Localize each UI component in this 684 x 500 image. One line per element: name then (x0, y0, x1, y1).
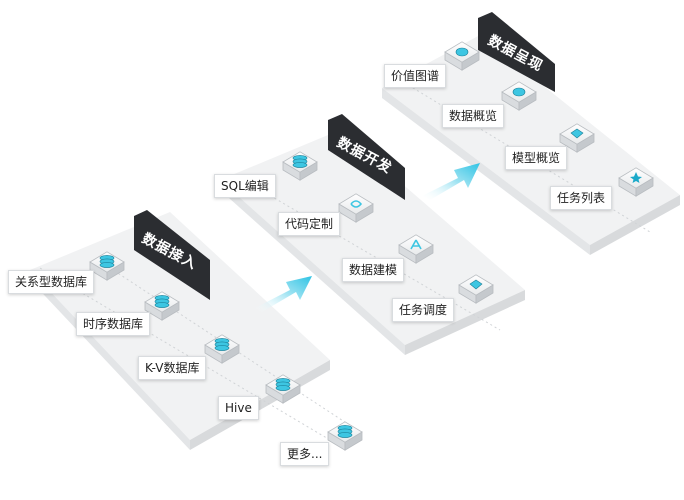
label-relational-db[interactable]: 关系型数据库 (8, 270, 95, 294)
database-icon[interactable] (89, 251, 125, 281)
banner-group-3 (478, 12, 555, 92)
label-task-schedule[interactable]: 任务调度 (392, 298, 455, 322)
model-icon[interactable] (398, 234, 434, 264)
database-icon[interactable] (144, 291, 180, 321)
database-icon-glyph (214, 338, 230, 351)
label-model-overview[interactable]: 模型概览 (505, 146, 568, 170)
schedule-icon[interactable] (458, 274, 494, 304)
label-hive[interactable]: Hive (218, 396, 259, 420)
label-data-overview[interactable]: 数据概览 (442, 104, 505, 128)
label-timeseries-db[interactable]: 时序数据库 (76, 312, 151, 336)
label-value-graph[interactable]: 价值图谱 (384, 64, 447, 88)
label-kv-db[interactable]: K-V数据库 (138, 356, 207, 380)
label-sql-edit[interactable]: SQL编辑 (214, 174, 276, 198)
database-icon[interactable] (204, 334, 240, 364)
label-data-modeling[interactable]: 数据建模 (342, 258, 405, 282)
banner-group-1 (134, 210, 210, 300)
overview-icon[interactable] (501, 81, 537, 111)
flow-arrow-1 (255, 276, 312, 312)
graph-icon-glyph (455, 47, 469, 57)
model-icon-glyph (410, 239, 422, 250)
list-icon[interactable] (282, 151, 318, 181)
code-icon-glyph (350, 200, 363, 208)
overview-icon-glyph (512, 87, 526, 97)
label-code-custom[interactable]: 代码定制 (278, 212, 341, 236)
label-more[interactable]: 更多... (280, 442, 330, 466)
model-cube-icon-glyph (570, 128, 584, 139)
code-icon[interactable] (338, 193, 374, 223)
database-icon-glyph (154, 295, 170, 308)
label-task-list[interactable]: 任务列表 (550, 186, 613, 210)
database-icon[interactable] (265, 374, 301, 404)
flow-arrow-2 (422, 163, 480, 200)
banner-group-2 (328, 114, 405, 200)
model-cube-icon[interactable] (559, 123, 595, 153)
database-icon[interactable] (327, 421, 363, 451)
database-icon-glyph (99, 255, 115, 268)
database-icon-glyph (337, 425, 353, 438)
star-icon-glyph (630, 172, 642, 183)
list-icon-glyph (292, 155, 308, 168)
star-icon[interactable] (618, 167, 654, 197)
graph-icon[interactable] (444, 41, 480, 71)
platform-data-development (220, 130, 525, 355)
schedule-icon-glyph (469, 279, 483, 290)
database-icon-glyph (275, 378, 291, 391)
